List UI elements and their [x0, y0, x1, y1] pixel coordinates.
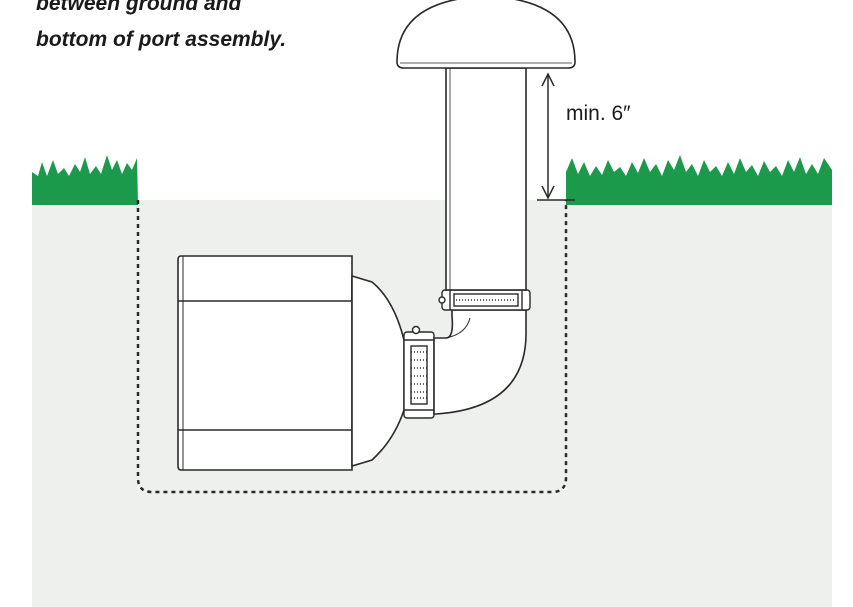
main-unit [177, 255, 361, 471]
dimension-marker [537, 72, 575, 201]
grass-left [32, 155, 138, 205]
dimension-label: min. 6″ [566, 102, 631, 125]
elbow-pipe [433, 309, 527, 415]
horizontal-coupling-screw [411, 325, 421, 335]
installation-note-line-2: bottom of port assembly. [36, 28, 287, 51]
main-unit-body [177, 255, 353, 471]
installation-note: between ground and bottom of port assemb… [36, 0, 286, 58]
vent-cap [396, 0, 576, 69]
dimension-arrowhead-top [541, 72, 555, 87]
vertical-pipe [445, 67, 527, 291]
installation-note-line-1: between ground and [36, 0, 242, 15]
soil-bottom [32, 490, 832, 607]
horizontal-coupling-clamp [410, 345, 428, 405]
grass [32, 155, 832, 205]
dimension-arrowhead-bottom [541, 185, 555, 200]
vent-cap-dome [396, 0, 576, 69]
grass-right [566, 155, 832, 205]
elbow-inner-curve [445, 317, 471, 339]
vertical-pipe-body [445, 67, 527, 291]
vertical-coupling [438, 289, 531, 311]
horizontal-coupling [403, 325, 435, 419]
trench-outline [136, 200, 568, 494]
vertical-coupling-screw [438, 296, 446, 304]
